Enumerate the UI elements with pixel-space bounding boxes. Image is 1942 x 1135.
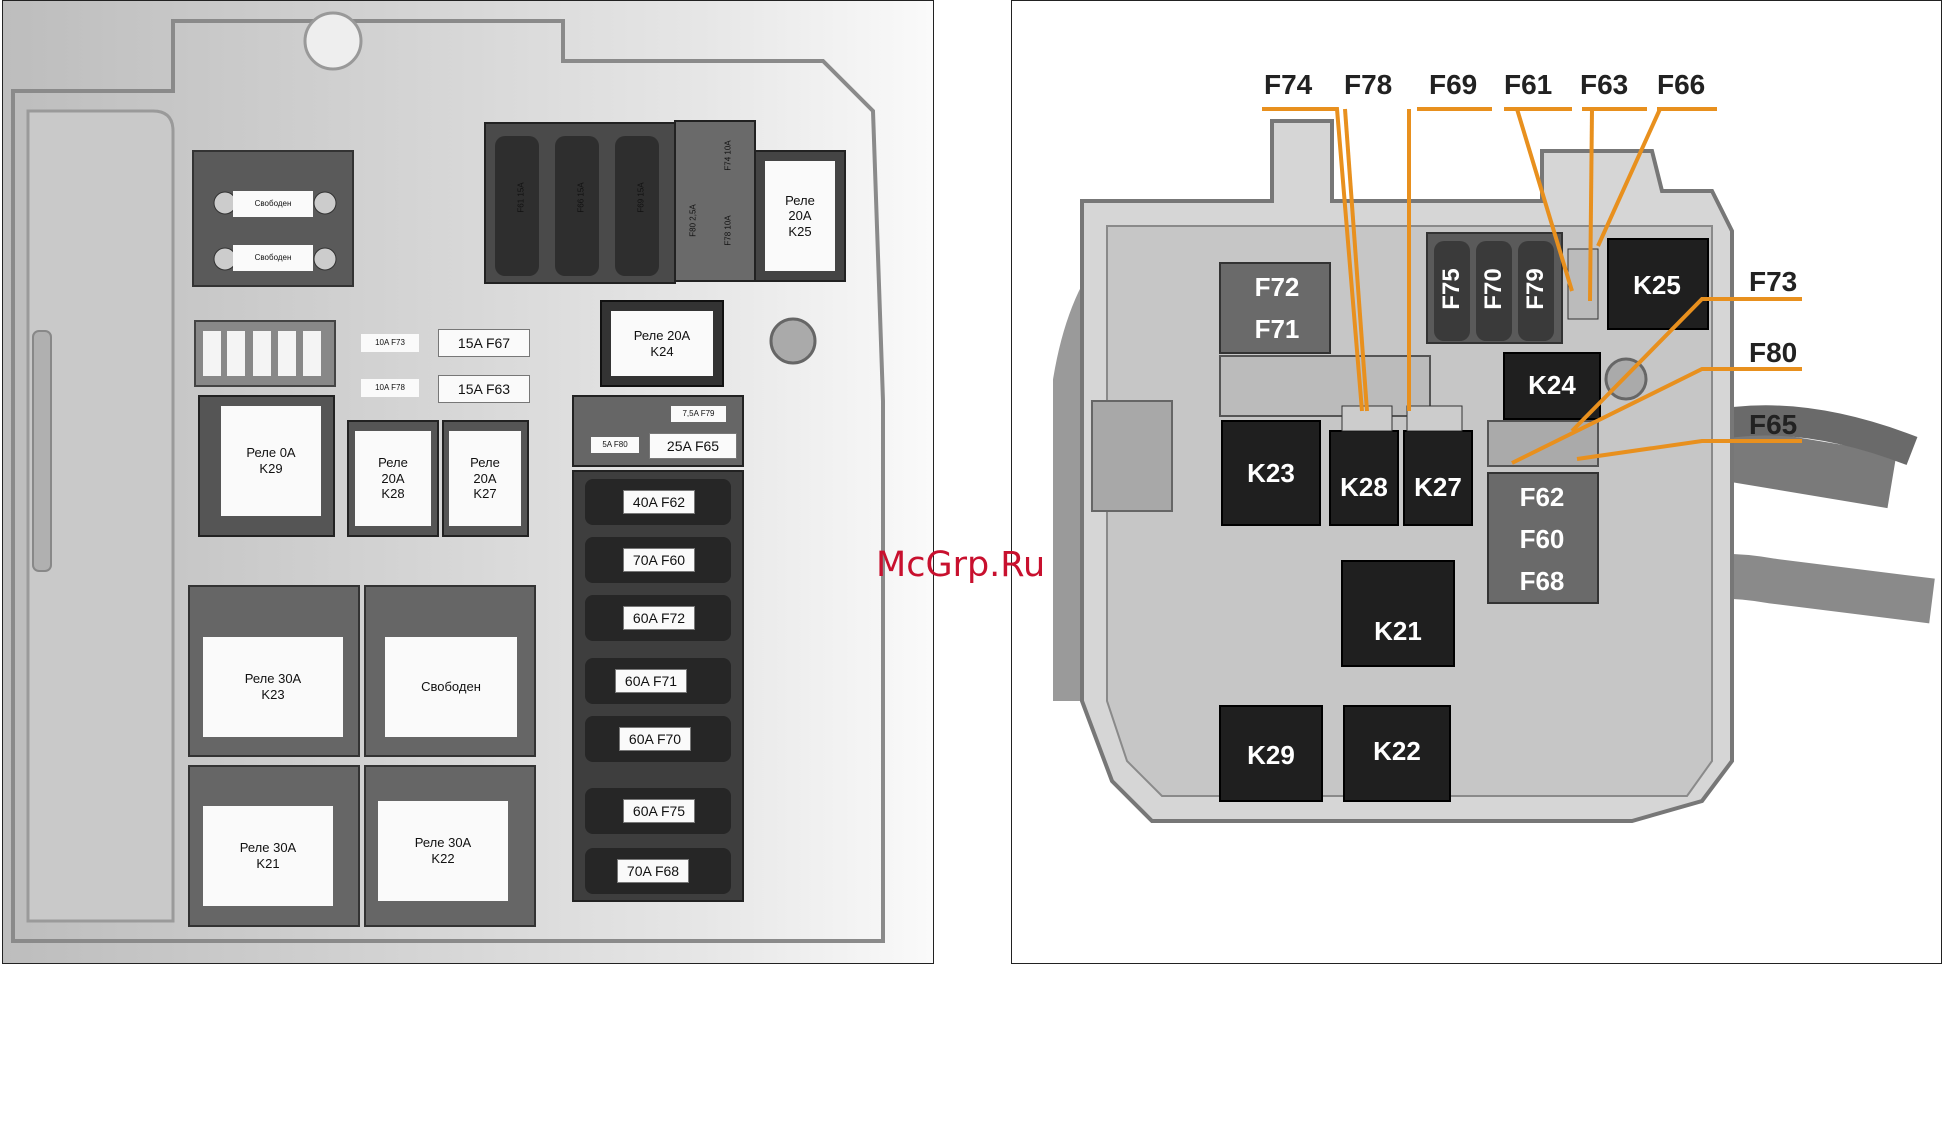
- relay-k29-label: Реле 0A K29: [221, 406, 321, 516]
- fuse-f74-label: F74 10A: [723, 140, 733, 171]
- fuse-f73-label: 10A F73: [361, 334, 419, 352]
- fuse-f70-label: F70: [1480, 268, 1507, 310]
- fuse-f79-label: F79: [1522, 268, 1549, 310]
- relay-k24-label: Реле 20A K24: [611, 311, 713, 376]
- relay-k28-label: K28: [1340, 471, 1388, 502]
- fuse-f70-label: 60A F70: [619, 727, 691, 751]
- relay-k22-label: Реле 30A K22: [378, 801, 508, 901]
- relay-k27-label: Реле 20A K27: [449, 431, 521, 526]
- fuse-f72-label: 60A F72: [623, 606, 695, 630]
- spare-fuse-label-1: Свободен: [233, 191, 313, 217]
- relay-k21-label: Реле 30A K21: [203, 806, 333, 906]
- fuse-f60-label: F60: [1519, 523, 1565, 554]
- fuse-f60-label: 70A F60: [623, 548, 695, 572]
- relay-k25-label: Реле 20A K25: [765, 161, 835, 271]
- fuse-f68-label: F68: [1519, 565, 1565, 596]
- fuse-f68-label: 70A F68: [617, 859, 689, 883]
- spare-fuse-label-2: Свободен: [233, 245, 313, 271]
- relay-k22-label: K22: [1373, 735, 1421, 766]
- fuse-f61-label: F61 15A: [516, 182, 526, 213]
- callout-f61: F61: [1504, 69, 1553, 100]
- relay-k27-label: K27: [1414, 471, 1462, 502]
- callout-lines: [1262, 107, 1802, 465]
- fuse-f67-label: 15A F67: [438, 329, 530, 357]
- fuse-f66-label: F66 15A: [576, 182, 586, 213]
- fuse-f62-label: 40A F62: [623, 490, 695, 514]
- callout-f73: F73: [1749, 266, 1798, 297]
- callout-f80: F80: [1749, 337, 1798, 368]
- fuse-f71-label: F71: [1254, 313, 1300, 344]
- left-fuse-box-diagram: Свободен Свободен F61 15A F66 15A F69 15…: [2, 0, 934, 964]
- fuse-f80-vertical-label: F80 2,5A: [688, 204, 698, 237]
- relay-k28-label: Реле 20A K28: [355, 431, 431, 526]
- relay-k21-label: K21: [1374, 615, 1422, 646]
- callout-f65: F65: [1749, 409, 1798, 440]
- fuse-f71-label: 60A F71: [615, 669, 687, 693]
- fuse-f62-label: F62: [1519, 481, 1565, 512]
- watermark: McGrp.Ru: [876, 545, 1046, 585]
- spare-relay-label: Свободен: [385, 637, 517, 737]
- callout-f66: F66: [1657, 69, 1706, 100]
- fuse-f63-label: 15A F63: [438, 375, 530, 403]
- fuse-f79-label: 7,5A F79: [671, 406, 726, 422]
- relay-k24-label: K24: [1528, 369, 1576, 400]
- fuse-f75-label: 60A F75: [623, 799, 695, 823]
- callout-f74: F74: [1264, 69, 1313, 100]
- relay-k23-label: Реле 30A K23: [203, 637, 343, 737]
- relay-k29-label: K29: [1247, 739, 1295, 770]
- fuse-f65-label: 25A F65: [649, 433, 737, 459]
- right-fuse-box-drawing: [1053, 107, 1935, 823]
- fuse-f78-label: 10A F78: [361, 379, 419, 397]
- callout-f63: F63: [1580, 69, 1629, 100]
- right-fuse-box-diagram: F74 F78 F69 F61 F63 F66 F73 F80 F65 F72 …: [1011, 0, 1942, 964]
- callout-f78: F78: [1344, 69, 1393, 100]
- fuse-f80-label: 5A F80: [591, 437, 639, 453]
- fuse-f78-vertical-label: F78 10A: [723, 215, 733, 246]
- relay-k25-label: K25: [1633, 269, 1681, 300]
- fuse-f75-label: F75: [1438, 268, 1465, 310]
- fuse-f69-label: F69 15A: [636, 182, 646, 213]
- relay-k23-label: K23: [1247, 457, 1295, 488]
- fuse-f72-label: F72: [1254, 271, 1300, 302]
- callout-f69: F69: [1429, 69, 1478, 100]
